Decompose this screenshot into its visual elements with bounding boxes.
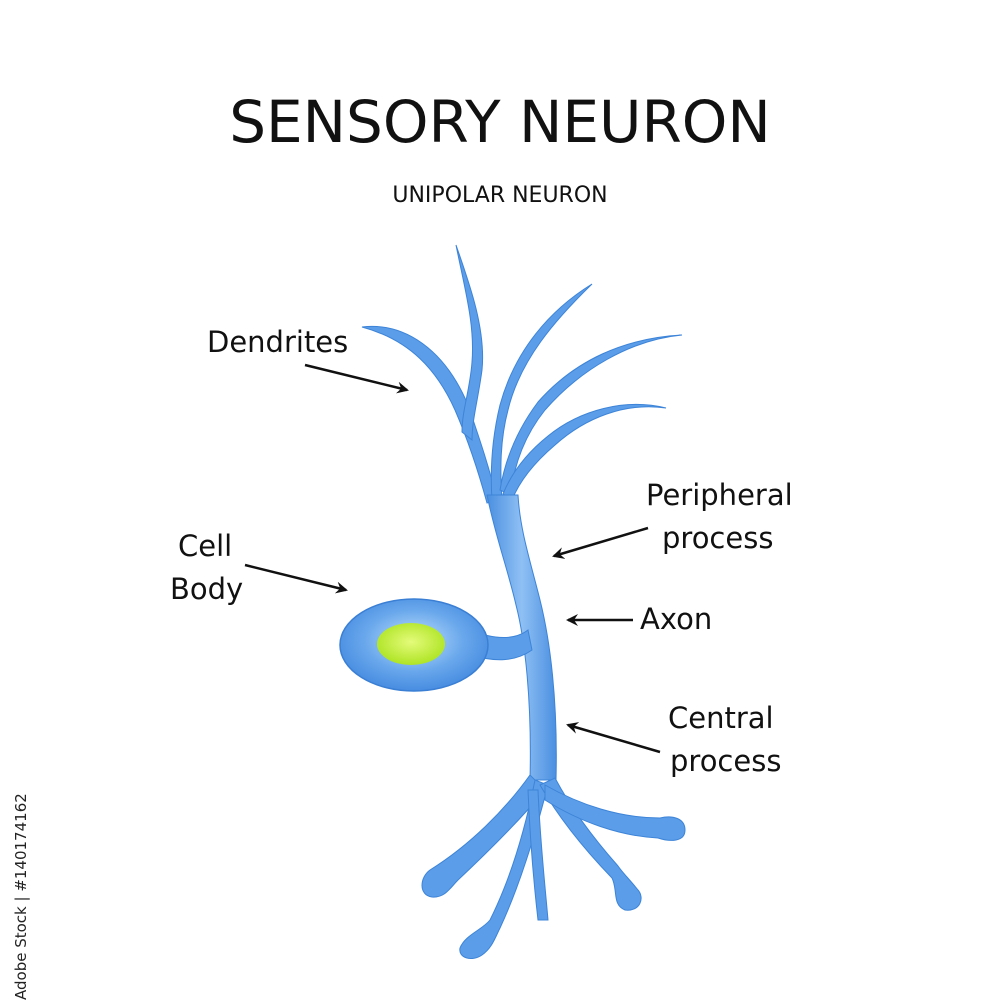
label-cell-body-line1: Cell (178, 529, 233, 563)
label-central-line2: process (670, 744, 782, 778)
label-cell-body-line2: Body (170, 572, 244, 606)
dendrite-branch (455, 244, 484, 442)
arrow-dendrites (304, 363, 409, 394)
terminal-branch (544, 784, 686, 841)
stock-watermark: Adobe Stock | #140174162 (12, 793, 30, 1000)
nucleus (377, 623, 445, 665)
label-peripheral-line2: process (662, 521, 774, 555)
axon-terminals (421, 774, 686, 959)
arrows (244, 363, 661, 754)
arrow-central-process (566, 722, 661, 754)
diagram-subtitle: UNIPOLAR NEURON (392, 183, 608, 208)
label-central-line1: Central (668, 701, 774, 735)
label-dendrites: Dendrites (207, 325, 349, 359)
dendrites (361, 244, 683, 504)
diagram-title: SENSORY NEURON (229, 88, 771, 156)
arrow-peripheral-process (552, 526, 649, 559)
terminal-branch (527, 789, 549, 921)
label-axon: Axon (640, 602, 713, 636)
terminal-branch (459, 779, 549, 959)
terminal-branch (421, 774, 546, 898)
arrow-cell-body (244, 563, 348, 594)
label-peripheral-line1: Peripheral (646, 478, 793, 512)
